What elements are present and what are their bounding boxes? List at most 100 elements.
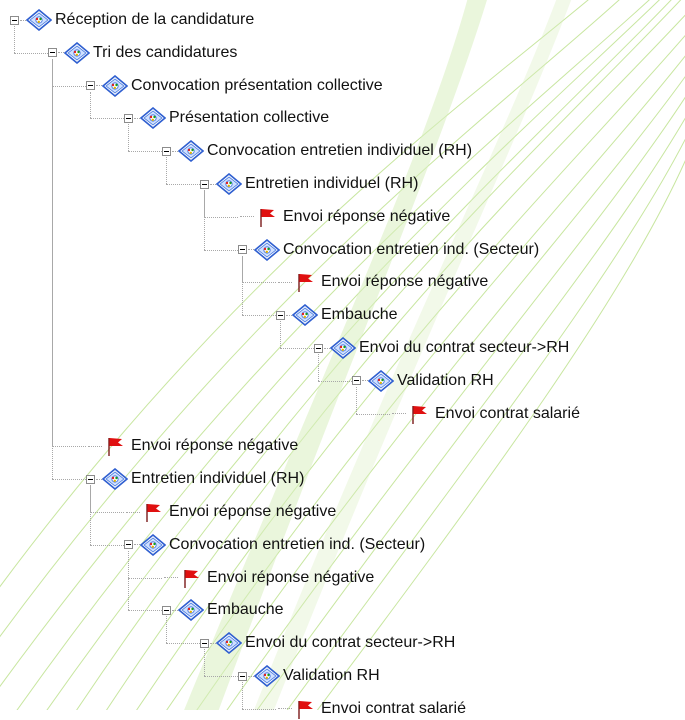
tree-node-label: Envoi du contrat secteur->RH xyxy=(245,634,456,652)
tree-connector xyxy=(362,380,368,382)
collapse-toggle-icon[interactable] xyxy=(124,113,133,123)
tree-connector xyxy=(88,445,102,447)
tree-connector xyxy=(134,117,140,119)
tree-node-label: Envoi réponse négative xyxy=(131,437,299,455)
tree-node-label: Envoi réponse négative xyxy=(207,568,375,586)
collapse-toggle-icon[interactable] xyxy=(86,474,95,484)
tree-connector xyxy=(20,19,26,21)
tree-connector xyxy=(392,413,406,415)
tree-connector xyxy=(280,348,314,349)
red-flag-icon xyxy=(254,206,280,228)
tree-node[interactable]: Envoi contrat salarié xyxy=(390,403,580,425)
tree-connector xyxy=(128,610,162,612)
tree-node[interactable]: Embauche xyxy=(276,304,398,327)
tree-node[interactable]: Entretien individuel (RH) xyxy=(86,468,304,491)
tree-node[interactable]: Réception de la candidature xyxy=(10,9,254,31)
tree-node-label: Convocation entretien individuel (RH) xyxy=(207,142,473,160)
collapse-toggle-icon[interactable] xyxy=(10,15,19,25)
tree-node-label: Envoi contrat salarié xyxy=(435,404,580,422)
collapse-toggle-icon[interactable] xyxy=(48,48,57,58)
tree-connector xyxy=(242,255,243,316)
tree-connector xyxy=(134,544,140,546)
tree-node[interactable]: Entretien individuel (RH) xyxy=(200,173,418,195)
process-diamond-icon xyxy=(216,173,242,195)
tree-connector xyxy=(166,616,167,644)
tree-node-label: Tri des candidatures xyxy=(93,43,238,61)
red-flag-icon xyxy=(292,271,318,293)
tree-connector xyxy=(242,682,243,709)
collapse-toggle-icon[interactable] xyxy=(200,638,209,648)
tree-node[interactable]: Validation RH xyxy=(238,665,380,687)
tree-connector xyxy=(356,386,357,414)
tree-connector xyxy=(166,184,200,185)
tree-node[interactable]: Envoi du contrat secteur->RH xyxy=(200,632,456,655)
tree-connector xyxy=(172,150,178,152)
tree-connector xyxy=(52,58,53,480)
tree-connector xyxy=(96,85,102,87)
process-diamond-icon xyxy=(102,468,128,491)
tree-node[interactable]: Présentation collective xyxy=(124,107,329,130)
collapse-toggle-icon[interactable] xyxy=(162,146,171,156)
tree-connector xyxy=(278,708,292,710)
tree-connector xyxy=(90,512,124,513)
tree-node[interactable]: Validation RH xyxy=(352,369,494,392)
tree-connector xyxy=(90,118,124,120)
process-diamond-icon xyxy=(140,107,166,130)
collapse-toggle-icon[interactable] xyxy=(124,540,133,550)
collapse-toggle-icon[interactable] xyxy=(238,671,247,681)
tree-node-label: Validation RH xyxy=(283,667,380,684)
tree-node[interactable]: Envoi contrat salarié xyxy=(276,698,466,720)
collapse-toggle-icon[interactable] xyxy=(200,179,209,189)
tree-connector xyxy=(14,26,15,53)
tree-node-label: Envoi du contrat secteur->RH xyxy=(359,339,570,356)
tree-node-label: Envoi réponse négative xyxy=(321,273,489,291)
tree-connector xyxy=(52,479,86,481)
tree-connector xyxy=(164,577,178,579)
tree-node-label: Réception de la candidature xyxy=(55,11,255,28)
red-flag-icon xyxy=(178,567,204,589)
collapse-toggle-icon[interactable] xyxy=(162,605,171,615)
tree-connector xyxy=(14,52,48,54)
tree-node[interactable]: Convocation présentation collective xyxy=(86,74,383,97)
tree-node[interactable]: Envoi réponse négative xyxy=(86,435,298,457)
tree-node[interactable]: Envoi du contrat secteur->RH xyxy=(314,337,569,359)
tree-connector xyxy=(90,485,91,545)
tree-connector xyxy=(166,157,167,184)
tree-node[interactable]: Envoi réponse négative xyxy=(124,501,336,523)
tree-node[interactable]: Convocation entretien ind. (Secteur) xyxy=(124,533,425,556)
tree-node[interactable]: Envoi réponse négative xyxy=(238,206,450,228)
collapse-toggle-icon[interactable] xyxy=(352,376,361,386)
tree-connector xyxy=(248,675,254,677)
tree-node[interactable]: Convocation entretien individuel (RH) xyxy=(162,140,473,163)
tree-connector xyxy=(52,446,86,448)
tree-connector xyxy=(278,281,292,283)
tree-connector xyxy=(318,354,319,381)
collapse-toggle-icon[interactable] xyxy=(86,81,95,91)
tree-connector xyxy=(58,52,64,54)
red-flag-icon xyxy=(102,435,128,457)
tree-connector xyxy=(166,643,200,645)
tree-node-label: Embauche xyxy=(207,601,284,619)
tree-node-label: Embauche xyxy=(321,306,398,324)
tree-connector xyxy=(204,216,238,218)
tree-connector xyxy=(128,550,129,611)
tree-connector xyxy=(280,321,281,348)
tree-connector xyxy=(324,347,330,349)
tree-node[interactable]: Convocation entretien ind. (Secteur) xyxy=(238,238,539,261)
tree-node[interactable]: Tri des candidatures xyxy=(48,41,238,64)
tree-node[interactable]: Embauche xyxy=(162,599,284,622)
tree-connector xyxy=(126,511,140,513)
red-flag-icon xyxy=(406,403,432,425)
collapse-toggle-icon[interactable] xyxy=(238,245,247,255)
process-diamond-icon xyxy=(254,665,280,687)
tree-connector xyxy=(128,124,129,152)
process-diamond-icon xyxy=(178,599,204,622)
process-diamond-icon xyxy=(178,140,204,163)
collapse-toggle-icon[interactable] xyxy=(314,343,323,353)
tree-connector xyxy=(204,249,238,251)
tree-connector xyxy=(128,151,162,153)
tree-node[interactable]: Envoi réponse négative xyxy=(162,567,374,589)
collapse-toggle-icon[interactable] xyxy=(276,310,285,320)
tree-node[interactable]: Envoi réponse négative xyxy=(276,271,488,293)
